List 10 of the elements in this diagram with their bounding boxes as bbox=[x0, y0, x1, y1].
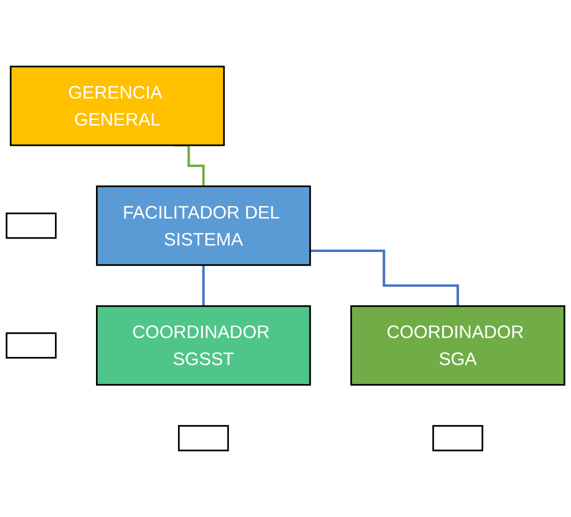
node-box: GERENCIA GENERAL bbox=[10, 66, 225, 146]
node-box: COORDINADOR SGA bbox=[350, 305, 566, 386]
node-box bbox=[6, 332, 57, 359]
node-box bbox=[6, 212, 57, 239]
node-box bbox=[178, 425, 229, 452]
node-box: COORDINADOR SGSST bbox=[96, 305, 311, 386]
connector bbox=[202, 264, 205, 308]
node-box: FACILITADOR DEL SISTEMA bbox=[96, 185, 311, 266]
node-box bbox=[432, 425, 484, 452]
connector bbox=[310, 250, 460, 308]
